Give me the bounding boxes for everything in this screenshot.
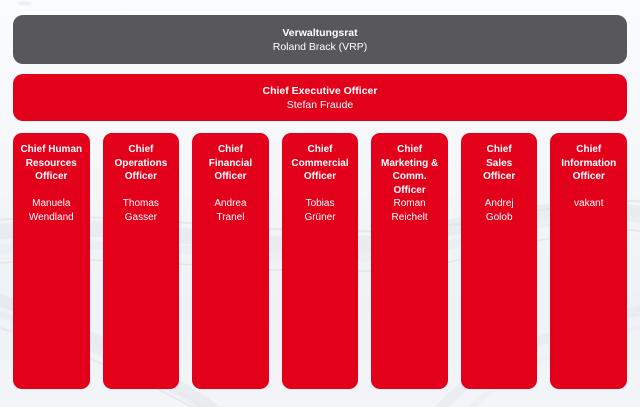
executive-title: Chief Information Officer xyxy=(561,144,617,182)
executive-column-coo: Chief Operations Officer Thomas Gasser xyxy=(102,133,180,389)
executive-person: Andrea Tranel xyxy=(214,198,247,223)
ceo-person: Stefan Fraude xyxy=(286,98,354,111)
executive-person: Andrej Golob xyxy=(484,198,514,223)
executive-column-cfo: Chief Financial Officer Andrea Tranel xyxy=(192,133,269,389)
executive-title: Chief Human Resources Officer xyxy=(20,144,83,182)
executive-columns: Chief Human Resources Officer Manuela We… xyxy=(13,133,628,389)
ceo-title: Chief Executive Officer xyxy=(262,84,378,97)
executive-column-cio: Chief Information Officer vakant xyxy=(550,133,628,389)
executive-person: Manuela Wendland xyxy=(28,198,74,223)
executive-person: vakant xyxy=(574,198,604,209)
executive-person: Roman Reichelt xyxy=(391,198,428,223)
executive-column-cmo: Chief Marketing & Comm. Officer Roman Re… xyxy=(371,133,448,389)
executive-person: Tobias Grüner xyxy=(304,198,336,223)
executive-title: Chief Commercial Officer xyxy=(291,144,349,182)
executive-column-chro: Chief Human Resources Officer Manuela We… xyxy=(13,133,90,389)
executive-title: Chief Marketing & Comm. Officer xyxy=(380,144,439,196)
board-box: Verwaltungsrat Roland Brack (VRP) xyxy=(13,15,627,64)
executive-title: Chief Sales Officer xyxy=(483,144,516,182)
executive-column-cso: Chief Sales Officer Andrej Golob xyxy=(460,133,538,389)
executive-title: Chief Financial Officer xyxy=(208,144,253,182)
board-title: Verwaltungsrat xyxy=(282,26,358,39)
executive-person: Thomas Gasser xyxy=(122,198,159,223)
executive-title: Chief Operations Officer xyxy=(114,144,168,182)
executive-column-cco: Chief Commercial Officer Tobias Grüner xyxy=(281,133,359,389)
board-person: Roland Brack (VRP) xyxy=(272,40,368,53)
ceo-box: Chief Executive Officer Stefan Fraude xyxy=(13,74,627,121)
